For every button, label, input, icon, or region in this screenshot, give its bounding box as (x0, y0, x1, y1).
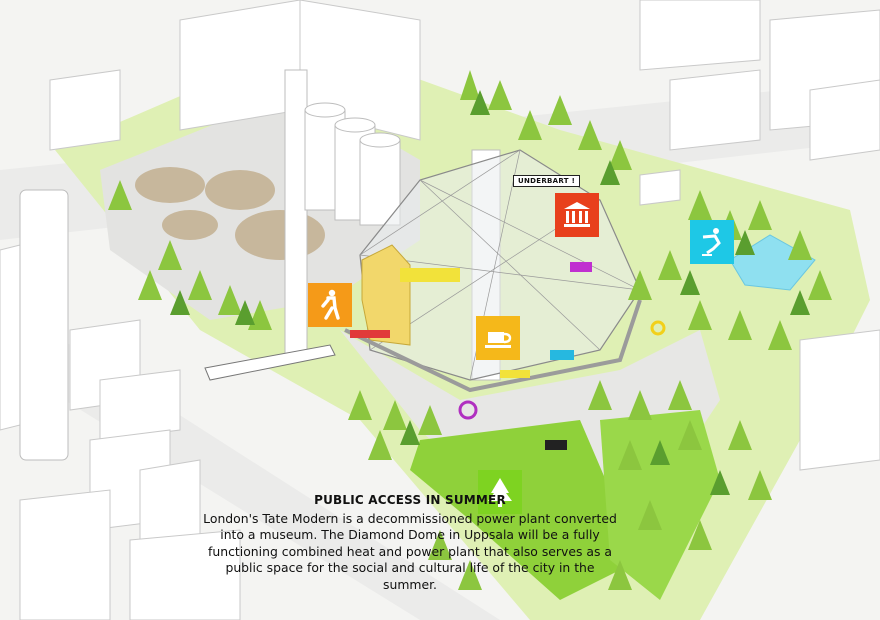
footbridge (204, 344, 336, 381)
trees (108, 70, 832, 590)
cafe-cup-icon (476, 316, 520, 360)
underbart-sign: UNDERBART ! (513, 175, 581, 187)
caption-body: London's Tate Modern is a decommissioned… (203, 511, 617, 592)
walking-person-icon (308, 283, 352, 327)
ice-skating-icon (690, 220, 734, 264)
museum-icon (555, 193, 599, 237)
caption-title: PUBLIC ACCESS IN SUMMER (314, 493, 506, 507)
lawn (410, 420, 640, 600)
tree-park-icon (478, 470, 522, 514)
caption: PUBLIC ACCESS IN SUMMER London's Tate Mo… (200, 493, 620, 593)
yellow-facade (361, 244, 411, 346)
